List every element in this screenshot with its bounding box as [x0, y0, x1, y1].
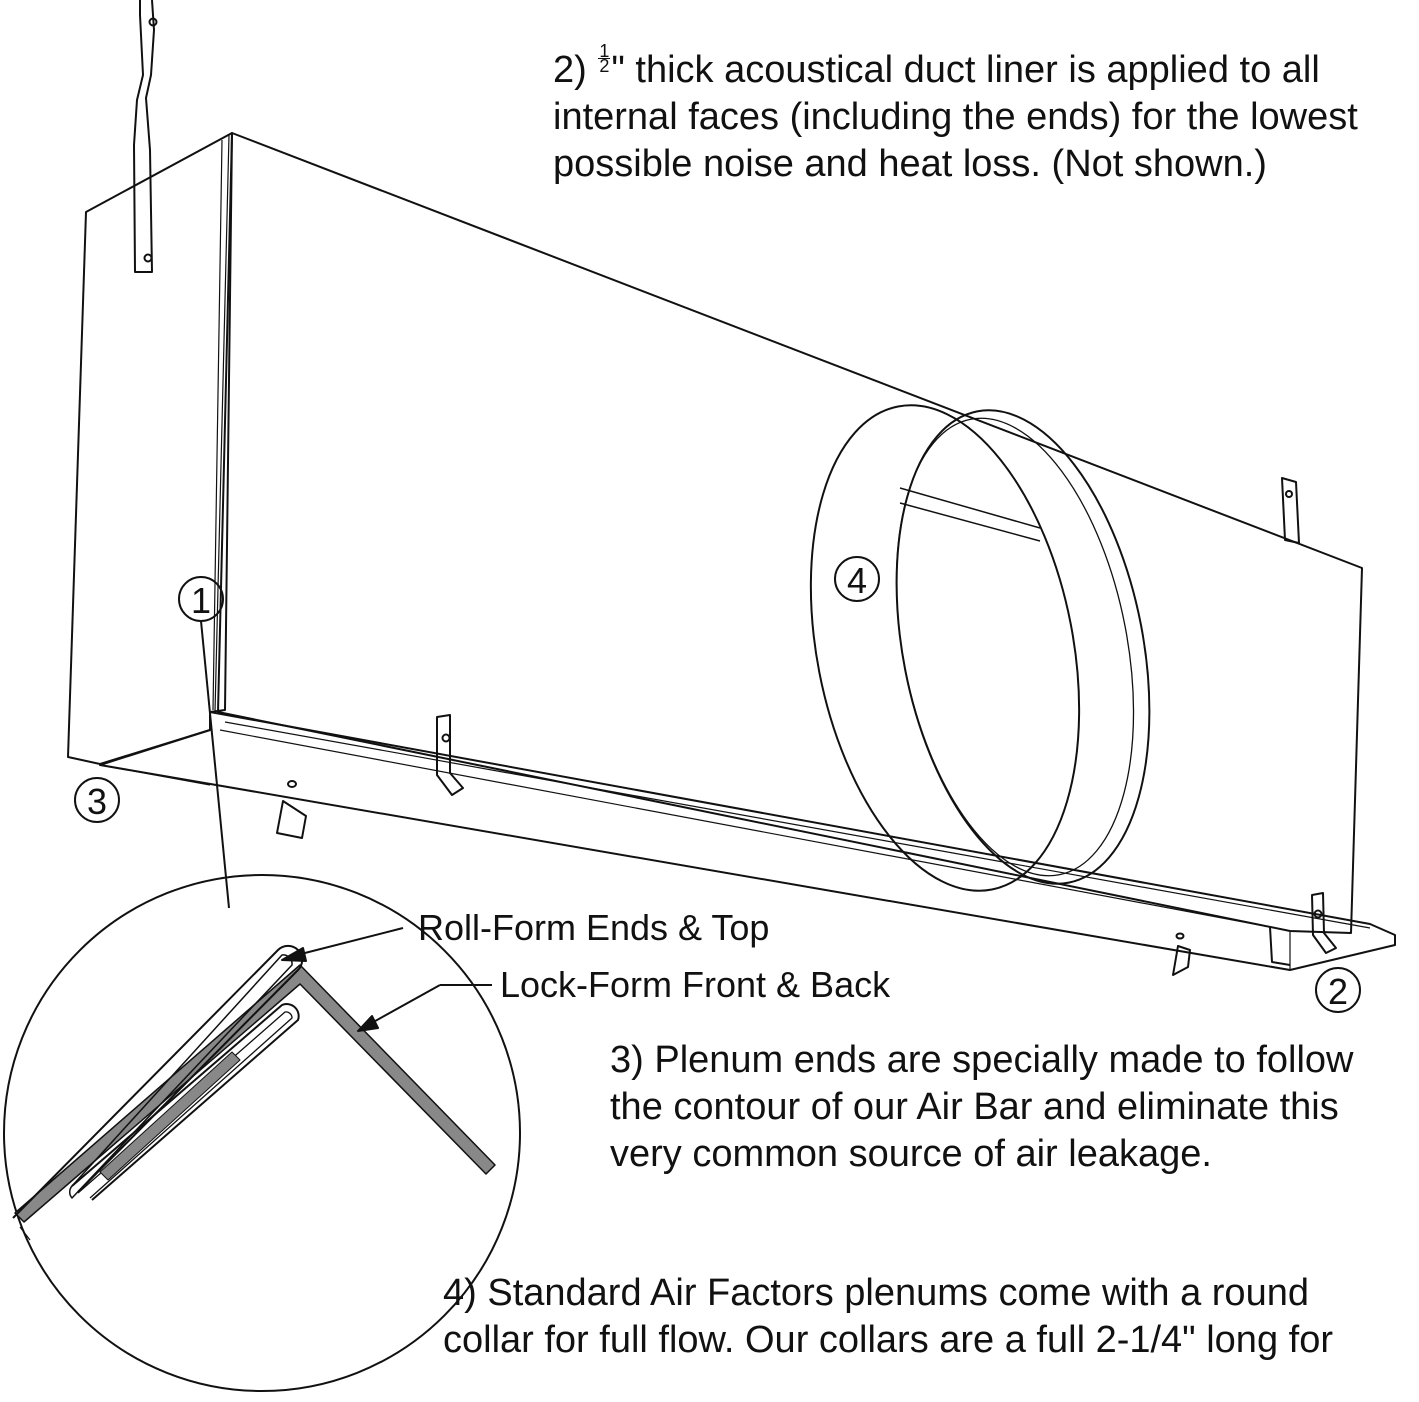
note-4-line-1: 4) Standard Air Factors plenums come wit…: [443, 1272, 1309, 1314]
bottom-tab-left: [276, 800, 307, 839]
callout-circle-2: [1315, 967, 1361, 1013]
air-bar: [99, 711, 1396, 971]
hanger-clip-right-bottom: [1311, 892, 1337, 954]
note-3-line-3: very common source of air leakage.: [610, 1133, 1212, 1175]
callout-number-4: 4: [847, 560, 867, 601]
top-hanger-strap: [133, 0, 158, 273]
note-2-line-2: internal faces (including the ends) for …: [553, 95, 1358, 138]
callout-number-3: 3: [87, 781, 107, 822]
lock-form-profile: [14, 964, 496, 1223]
note-4: 4) Standard Air Factors plenums come wit…: [443, 1270, 1333, 1364]
note-2-line-3: possible noise and heat loss. (Not shown…: [553, 142, 1267, 185]
roll-form-leader: [296, 927, 404, 956]
round-collar: [809, 404, 1151, 892]
lock-form-label: Lock-Form Front & Back: [500, 964, 891, 1005]
note-3: 3) Plenum ends are specially made to fol…: [610, 1037, 1354, 1178]
callout-number-1: 1: [191, 580, 211, 621]
callout-number-2: 2: [1328, 971, 1348, 1012]
hanger-clip-front-center: [436, 714, 464, 796]
hanger-clip-right-top: [1281, 477, 1300, 544]
roll-form-profile: [12, 944, 304, 1241]
note-3-line-1: 3) Plenum ends are specially made to fol…: [610, 1039, 1354, 1081]
detail-circle: [3, 874, 521, 1392]
left-end-panel: [67, 132, 233, 765]
note-3-line-2: the contour of our Air Bar and eliminate…: [610, 1086, 1339, 1128]
detail-leader: [200, 620, 230, 909]
front-face: [217, 132, 1363, 934]
note-4-line-2: collar for full flow. Our collars are a …: [443, 1319, 1333, 1361]
callout-circle-3: [74, 777, 120, 823]
bottom-tab-right: [1172, 945, 1191, 976]
roll-form-label: Roll-Form Ends & Top: [418, 907, 769, 948]
callout-circle-4: [834, 556, 880, 602]
